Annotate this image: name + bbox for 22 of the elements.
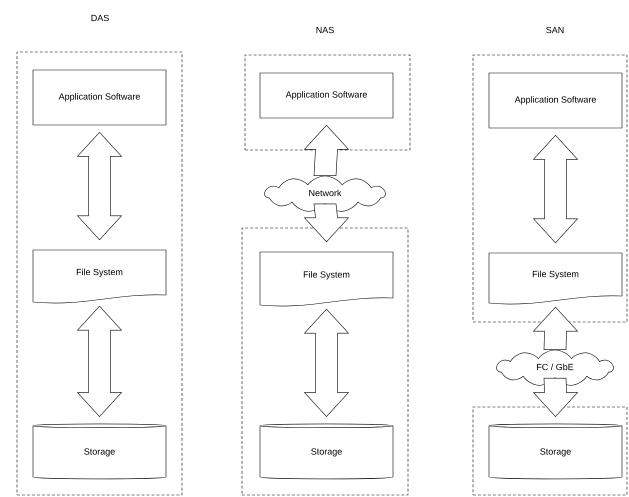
column-heading: SAN — [546, 26, 564, 34]
process-box: Application Software — [32, 70, 166, 126]
process-box: Application Software — [260, 72, 394, 118]
storage-cylinder: Storage — [260, 424, 394, 480]
column-heading: DAS — [92, 14, 109, 22]
double-arrow — [76, 306, 122, 418]
dashed-frame — [16, 52, 182, 496]
network-cloud: FC / GbE — [496, 350, 614, 386]
double-arrow — [532, 306, 578, 350]
dashed-frame — [244, 54, 410, 150]
double-arrow — [532, 378, 578, 418]
dashed-frame — [472, 54, 628, 322]
double-arrow — [304, 124, 350, 176]
double-arrow — [304, 308, 350, 418]
column-heading: NAS — [316, 26, 334, 34]
dashed-frame — [472, 406, 628, 496]
process-box: Application Software — [488, 72, 622, 128]
storage-cylinder: Storage — [488, 424, 622, 480]
double-arrow — [304, 204, 350, 242]
network-cloud: Network — [264, 176, 386, 212]
dashed-frame — [242, 228, 408, 496]
storage-cylinder: Storage — [32, 424, 166, 480]
